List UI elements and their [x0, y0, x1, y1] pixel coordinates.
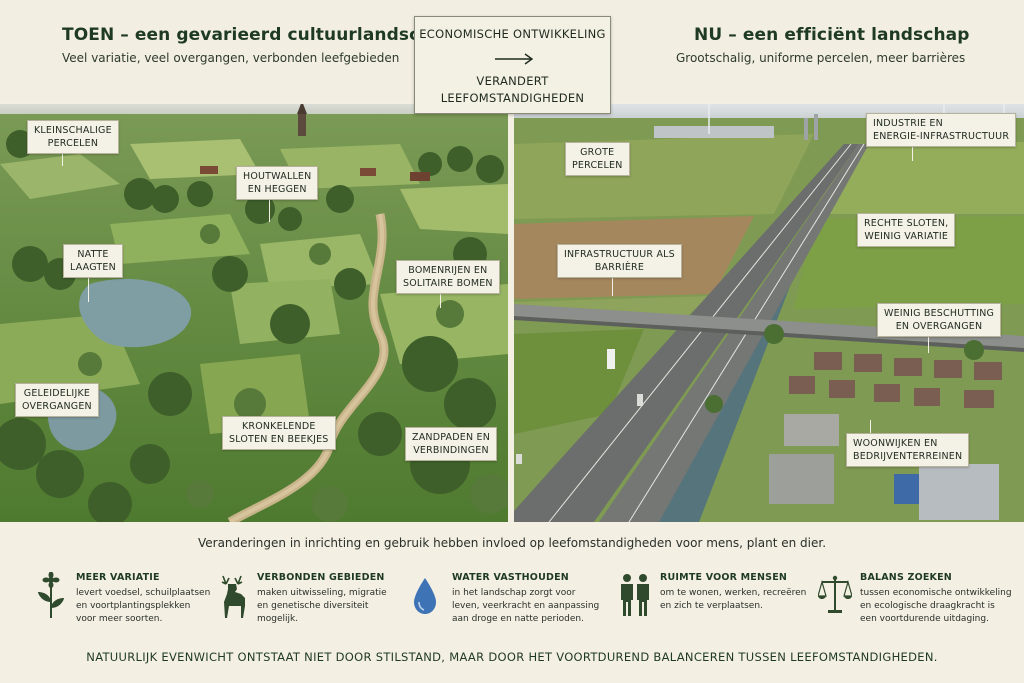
feature-description: levert voedsel, schuilplaatsen en voortp…	[76, 588, 211, 624]
feature-verbonden-gebieden: VERBONDEN GEBIEDEN maken uitwisseling, m…	[215, 572, 400, 642]
water-drop-icon	[414, 578, 436, 614]
feature-meer-variatie: MEER VARIATIE levert voedsel, schuilplaa…	[34, 572, 214, 642]
right-subtitle: Grootschalig, uniforme percelen, meer ba…	[676, 51, 966, 65]
label-leader-line	[870, 420, 871, 433]
feature-description: in het landschap zorgt voor leven, veerk…	[452, 588, 600, 624]
scale-icon	[818, 575, 852, 613]
label-weinig-beschutting: WEINIG BESCHUTTING EN OVERGANGEN	[877, 303, 1002, 337]
label-leader-line	[440, 294, 441, 308]
arrow-right-icon	[495, 53, 534, 65]
transition-top-text: ECONOMISCHE ONTWIKKELING	[419, 27, 606, 41]
feature-title: VERBONDEN GEBIEDEN	[257, 572, 385, 583]
label-infrastructuur-barriere: INFRASTRUCTUUR ALS BARRIÈRE	[557, 244, 682, 278]
left-title: TOEN – een gevarieerd cultuurlandschap	[62, 25, 456, 45]
left-subtitle: Veel variatie, veel overgangen, verbonde…	[62, 51, 400, 65]
feature-description: tussen economische ontwikkeling en ecolo…	[860, 588, 1012, 624]
label-kronkelende-sloten: KRONKELENDE SLOTEN EN BEEKJES	[222, 416, 336, 450]
label-leader-line	[62, 152, 63, 166]
transition-box: ECONOMISCHE ONTWIKKELING VERANDERT LEEFO…	[414, 16, 611, 114]
label-leader-line	[612, 278, 613, 296]
label-zandpaden: ZANDPADEN EN VERBINDINGEN	[405, 427, 498, 461]
label-houtwallen: HOUTWALLEN EN HEGGEN	[236, 166, 319, 200]
feature-description: om te wonen, werken, recreëren en zich t…	[660, 588, 807, 611]
label-kleinschalige-percelen: KLEINSCHALIGE PERCELEN	[27, 120, 119, 154]
label-grote-percelen: GROTE PERCELEN	[565, 142, 630, 176]
feature-description: maken uitwisseling, migratie en genetisc…	[257, 588, 387, 624]
label-leader-line	[269, 200, 270, 222]
image-divider	[508, 104, 514, 522]
plant-icon	[38, 572, 64, 618]
deer-icon	[221, 575, 245, 618]
bottom-panel: Veranderingen in inrichting en gebruik h…	[0, 522, 1024, 683]
feature-water-vasthouden: WATER VASTHOUDEN in het landschap zorgt …	[410, 572, 600, 642]
label-rechte-sloten: RECHTE SLOTEN, WEINIG VARIATIE	[857, 213, 956, 247]
label-natte-laagten: NATTE LAAGTEN	[63, 244, 123, 278]
feature-title: MEER VARIATIE	[76, 572, 160, 583]
feature-title: BALANS ZOEKEN	[860, 572, 952, 583]
right-title: NU – een efficiënt landschap	[694, 25, 970, 45]
conclusion-text: NATUURLIJK EVENWICHT ONTSTAAT NIET DOOR …	[86, 650, 938, 664]
label-bomenrijen: BOMENRIJEN EN SOLITAIRE BOMEN	[396, 260, 500, 294]
label-geleidelijke-overgangen: GELEIDELIJKE OVERGANGEN	[15, 383, 99, 417]
label-woonwijken: WOONWIJKEN EN BEDRIJVENTERREINEN	[846, 433, 970, 467]
label-leader-line	[88, 278, 89, 302]
people-icon	[621, 574, 649, 616]
intro-text: Veranderingen in inrichting en gebruik h…	[197, 536, 827, 550]
feature-title: WATER VASTHOUDEN	[452, 572, 569, 583]
label-leader-line	[928, 337, 929, 353]
label-leader-line	[912, 147, 913, 161]
feature-balans-zoeken: BALANS ZOEKEN tussen economische ontwikk…	[818, 572, 1012, 642]
feature-title: RUIMTE VOOR MENSEN	[660, 572, 788, 583]
feature-ruimte-voor-mensen: RUIMTE VOOR MENSEN om te wonen, werken, …	[618, 572, 806, 642]
label-industrie: INDUSTRIE EN ENERGIE-INFRASTRUCTUUR	[866, 113, 1017, 147]
transition-bottom-text: VERANDERT LEEFOMSTANDIGHEDEN	[440, 74, 585, 105]
